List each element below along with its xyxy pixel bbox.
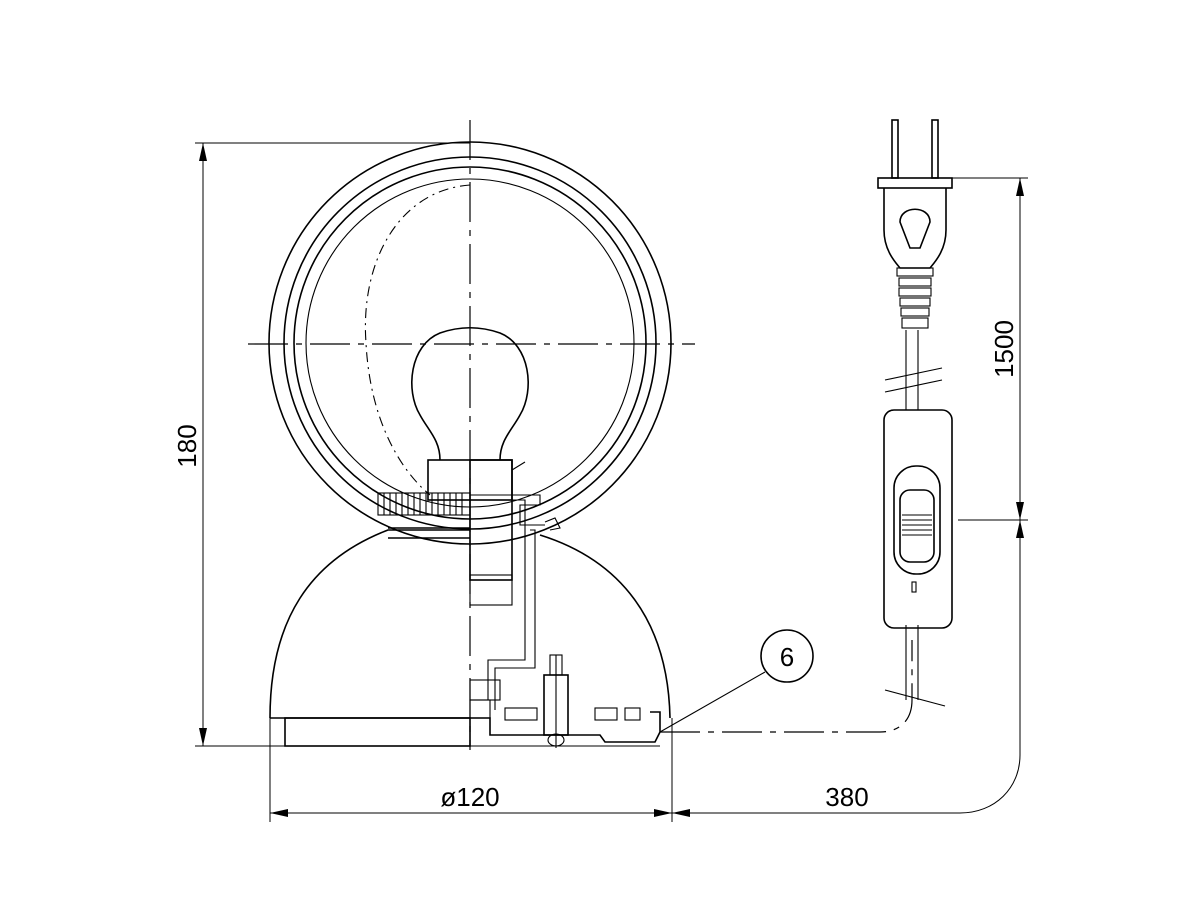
height-label: 180 [172, 424, 202, 467]
center-lines [248, 120, 695, 750]
plug [877, 119, 953, 329]
gear-ring [377, 492, 471, 516]
inline-switch [883, 409, 953, 629]
diameter-dimension [269, 718, 673, 822]
plug-cord-dimension [952, 177, 1028, 538]
callout-number: 6 [780, 642, 794, 672]
cord-length-dimension [672, 520, 1021, 817]
part-callout [659, 629, 814, 733]
cord-length-label: 380 [825, 782, 868, 812]
diameter-label: ø120 [440, 782, 499, 812]
power-cord [660, 330, 946, 733]
plug-cord-label: 1500 [989, 320, 1019, 378]
lamp-base [269, 494, 671, 748]
light-bulb [411, 326, 529, 581]
